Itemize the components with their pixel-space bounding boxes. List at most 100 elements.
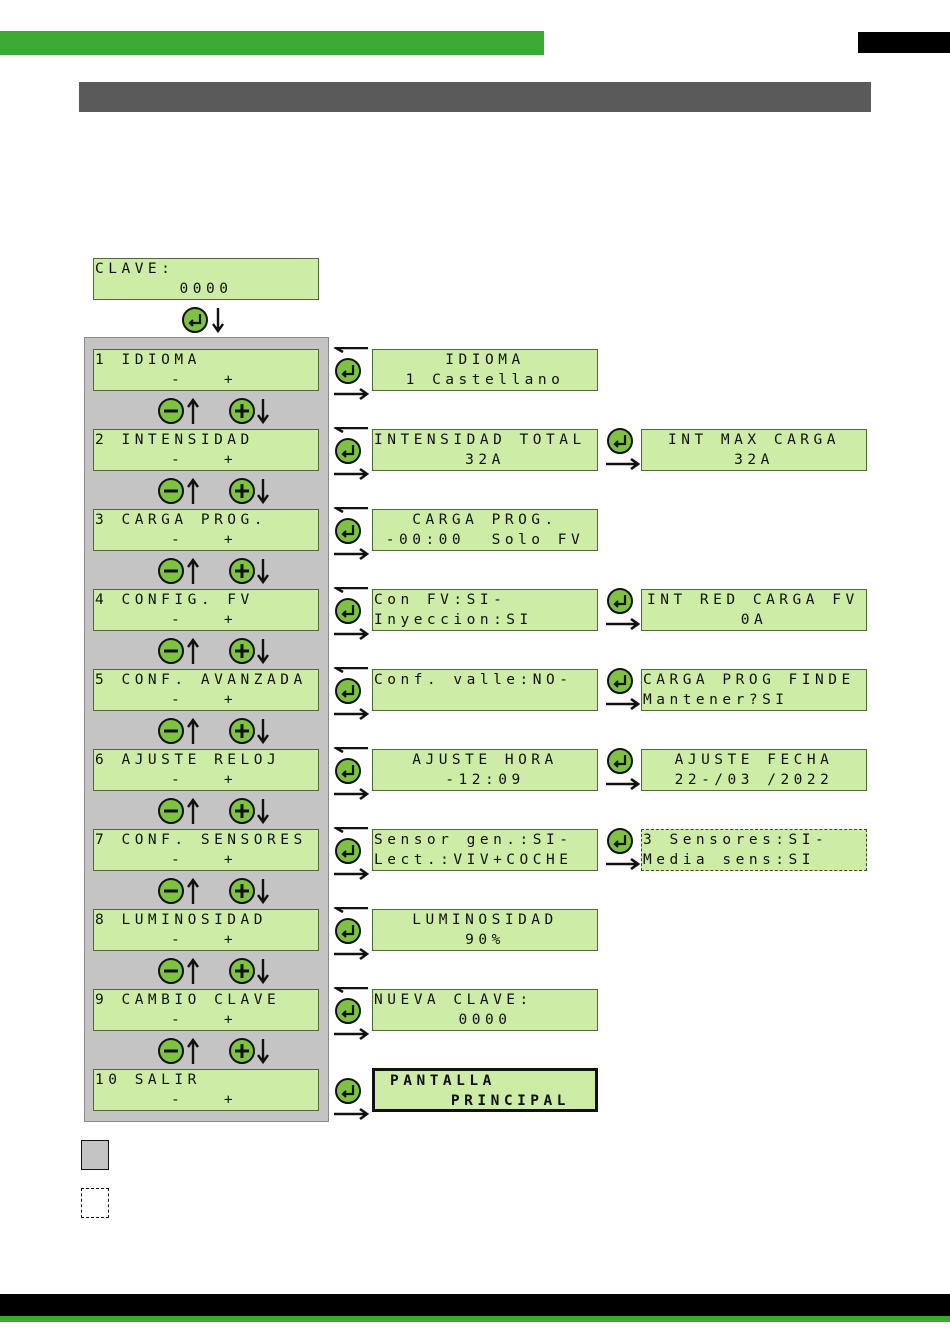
detail-screen-4: AJUSTE FECHA 22-/03 /2022 <box>641 749 867 791</box>
detail-screen-5: 3 Sensores:SI- Media sens:SI <box>641 829 867 871</box>
nav-minus-up-plus-down-icon <box>158 1037 269 1065</box>
menu-screen-8-line1: 8 LUMINOSIDAD <box>95 912 267 928</box>
sub-screen-10-line2: PRINCIPAL <box>450 1093 570 1109</box>
menu-screen-6: 6 AJUSTE RELOJ - + <box>93 749 319 791</box>
menu-screen-5-line2: - + <box>171 692 238 708</box>
clave-line2: 0000 <box>179 281 233 297</box>
enter-connector-icon <box>333 987 370 1041</box>
menu-screen-2-line2: - + <box>171 452 238 468</box>
sub-screen-1-line1: IDIOMA <box>445 352 525 368</box>
menu-screen-1-line1: 1 IDIOMA <box>95 352 201 368</box>
sub-screen-9-line2: 0000 <box>458 1012 512 1028</box>
menu-screen-6-line1: 6 AJUSTE RELOJ <box>95 752 281 768</box>
enter-next-icon <box>606 828 641 871</box>
menu-screen-7-line2: - + <box>171 852 238 868</box>
menu-screen-10-line1: 10 SALIR <box>95 1072 201 1088</box>
header-green-bar <box>0 31 544 55</box>
detail-screen-3: CARGA PROG FINDE Mantener?SI <box>641 669 867 711</box>
nav-minus-up-plus-down-icon <box>158 717 269 745</box>
sub-screen-4-line1: Con FV:SI- <box>374 592 507 608</box>
sub-screen-1-line2: 1 Castellano <box>405 372 565 388</box>
detail-screen-2-line2: 0A <box>740 612 768 628</box>
menu-screen-9-line1: 9 CAMBIO CLAVE <box>95 992 281 1008</box>
menu-screen-9: 9 CAMBIO CLAVE - + <box>93 989 319 1031</box>
sub-screen-7-line1: Sensor gen.:SI- <box>374 832 573 848</box>
detail-screen-5-line1: 3 Sensores:SI- <box>643 832 829 848</box>
detail-screen-2: INT RED CARGA FV 0A <box>641 589 867 631</box>
menu-screen-7-line1: 7 CONF. SENSORES <box>95 832 307 848</box>
menu-screen-4-line2: - + <box>171 612 238 628</box>
sub-screen-1: IDIOMA 1 Castellano <box>372 349 598 391</box>
menu-screen-1-line2: - + <box>171 372 238 388</box>
sub-screen-8-line1: LUMINOSIDAD <box>412 912 558 928</box>
menu-screen-1: 1 IDIOMA - + <box>93 349 319 391</box>
header-black-block <box>858 32 950 53</box>
enter-down-icon <box>182 307 224 334</box>
enter-next-icon <box>606 668 641 711</box>
sub-screen-6: AJUSTE HORA-12:09 <box>372 749 598 791</box>
detail-screen-1-line2: 32A <box>734 452 774 468</box>
sub-screen-10: PANTALLA PRINCIPAL <box>372 1068 598 1112</box>
enter-connector-icon <box>333 907 370 961</box>
enter-connector-icon <box>333 427 370 481</box>
sub-screen-8-line2: 90% <box>465 932 505 948</box>
nav-minus-up-plus-down-icon <box>158 397 269 425</box>
sub-screen-10-line1: PANTALLA <box>390 1073 496 1089</box>
detail-screen-4-line1: AJUSTE FECHA <box>674 752 834 768</box>
sub-screen-5: Conf. valle:NO- <box>372 669 598 711</box>
sub-screen-7-line2: Lect.:VIV+COCHE <box>374 852 573 868</box>
menu-screen-3: 3 CARGA PROG. - + <box>93 509 319 551</box>
sub-screen-3-line2: -00:00 Solo FV <box>385 532 585 548</box>
enter-connector-icon <box>334 1078 370 1121</box>
sub-screen-2-line2: 32A <box>465 452 505 468</box>
legend-gray-box <box>81 1140 109 1170</box>
sub-screen-4-line2: Inyeccion:SI <box>374 612 533 628</box>
enter-connector-icon <box>333 827 370 881</box>
enter-connector-icon <box>333 507 370 561</box>
detail-screen-3-line1: CARGA PROG FINDE <box>643 672 855 688</box>
menu-screen-8-line2: - + <box>171 932 238 948</box>
menu-screen-4: 4 CONFIG. FV- + <box>93 589 319 631</box>
sub-screen-6-line1: AJUSTE HORA <box>412 752 558 768</box>
legend-dashed-box <box>81 1188 109 1218</box>
menu-screen-9-line2: - + <box>171 1012 238 1028</box>
enter-next-icon <box>606 588 641 631</box>
menu-screen-3-line1: 3 CARGA PROG. <box>95 512 267 528</box>
sub-screen-9: NUEVA CLAVE: 0000 <box>372 989 598 1031</box>
menu-screen-10-line2: - + <box>171 1092 238 1108</box>
enter-connector-icon <box>333 587 370 641</box>
sub-screen-4: Con FV:SI- Inyeccion:SI <box>372 589 598 631</box>
menu-screen-2-line1: 2 INTENSIDAD <box>95 432 254 448</box>
nav-minus-up-plus-down-icon <box>158 877 269 905</box>
menu-screen-7: 7 CONF. SENSORES - + <box>93 829 319 871</box>
sub-screen-3: CARGA PROG.-00:00 Solo FV <box>372 509 598 551</box>
enter-connector-icon <box>333 747 370 801</box>
detail-screen-4-line2: 22-/03 /2022 <box>674 772 834 788</box>
menu-screen-3-line2: - + <box>171 532 238 548</box>
clave-screen: CLAVE: 0000 <box>93 258 319 300</box>
nav-minus-up-plus-down-icon <box>158 637 269 665</box>
menu-screen-5: 5 CONF. AVANZADA - + <box>93 669 319 711</box>
enter-next-icon <box>606 748 641 791</box>
nav-minus-up-plus-down-icon <box>158 477 269 505</box>
sub-screen-9-line1: NUEVA CLAVE: <box>374 992 533 1008</box>
menu-screen-5-line1: 5 CONF. AVANZADA <box>95 672 307 688</box>
sub-screen-8: LUMINOSIDAD 90% <box>372 909 598 951</box>
footer-black-bar <box>0 1294 950 1316</box>
sub-screen-2-line1: INTENSIDAD TOTAL <box>374 432 586 448</box>
enter-connector-icon <box>333 347 370 401</box>
clave-line1: CLAVE: <box>95 261 175 277</box>
title-bar <box>79 82 871 112</box>
nav-minus-up-plus-down-icon <box>158 557 269 585</box>
detail-screen-5-line2: Media sens:SI <box>643 852 815 868</box>
detail-screen-3-line2: Mantener?SI <box>643 692 789 708</box>
menu-screen-10: 10 SALIR - + <box>93 1069 319 1111</box>
footer-green-line <box>0 1316 950 1322</box>
menu-screen-6-line2: - + <box>171 772 238 788</box>
nav-minus-up-plus-down-icon <box>158 797 269 825</box>
detail-screen-2-line1: INT RED CARGA FV <box>647 592 859 608</box>
menu-screen-2: 2 INTENSIDAD - + <box>93 429 319 471</box>
nav-minus-up-plus-down-icon <box>158 957 269 985</box>
sub-screen-7: Sensor gen.:SI- Lect.:VIV+COCHE <box>372 829 598 871</box>
